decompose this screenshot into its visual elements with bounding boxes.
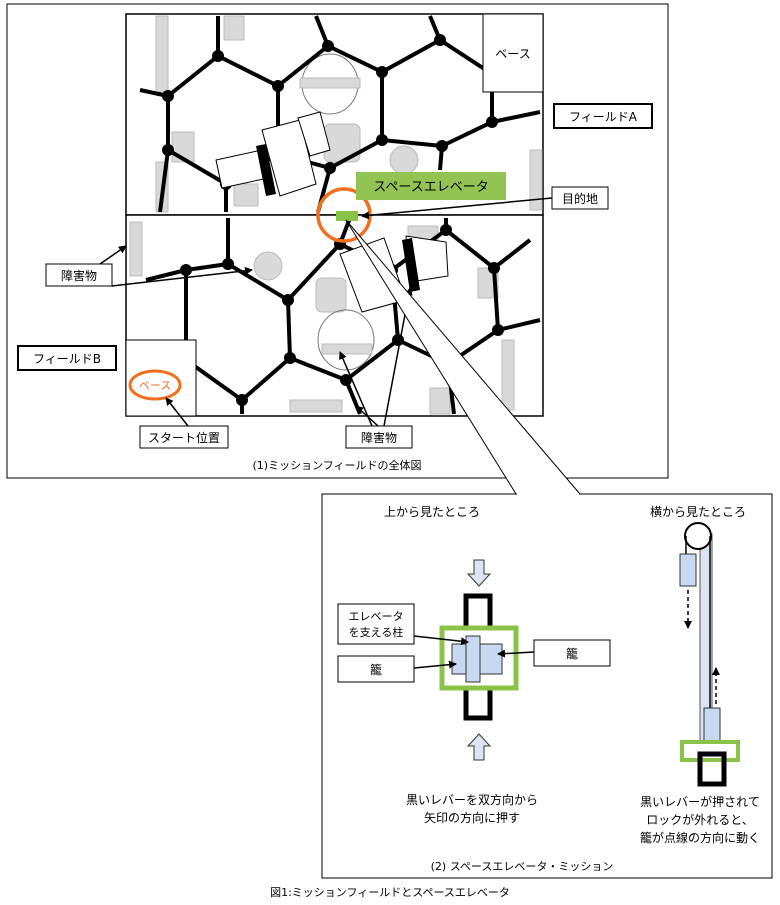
- field-a-obstacles: [155, 15, 543, 213]
- start-position-label-box: [139, 425, 229, 449]
- obstacle-arrow-1: [99, 245, 127, 265]
- side-lever: [697, 751, 727, 787]
- pillar-label-box: [337, 603, 415, 645]
- cage-label-right: 籠: [566, 646, 578, 661]
- cage-label-left: 籠: [370, 662, 382, 677]
- destination-label: 目的地: [562, 191, 598, 206]
- space-elevator-label: スペースエレベータ: [373, 180, 488, 195]
- obstacle-label-bottom: 障害物: [361, 430, 397, 445]
- obstacle-label-left-box: [45, 263, 113, 287]
- obstacle-label-left: 障害物: [61, 268, 97, 283]
- cage-label-right-box: [533, 639, 611, 667]
- top-view-title: 上から見たところ: [384, 505, 480, 519]
- cage-arrow-right: [497, 649, 535, 658]
- side-cage-upper: [679, 553, 697, 587]
- panel2-frame: [321, 493, 773, 879]
- robot-a: [215, 111, 331, 197]
- obstacle-arrow-3: [339, 351, 373, 427]
- cage-arrow-left: [413, 660, 457, 669]
- push-arrow-up: [466, 733, 492, 761]
- side-cage-lower: [703, 707, 721, 743]
- top-note-line2: 矢印の方向に押す: [424, 810, 520, 825]
- pulley: [684, 522, 712, 550]
- field-b: ベース: [125, 214, 544, 417]
- start-arrow: [165, 397, 189, 427]
- field-a: ベース: [125, 13, 544, 216]
- field-a-label-box: [553, 103, 653, 129]
- field-b-label-box: [17, 345, 117, 371]
- field-a-label: フィールドA: [569, 110, 638, 124]
- destination-marker: [336, 211, 358, 221]
- panel2-caption: (2) スペースエレベータ・ミッション: [431, 860, 614, 873]
- obstacle-arrow-4: [355, 405, 379, 427]
- space-elevator-label-box: [356, 172, 506, 200]
- pillar-arrow: [413, 635, 469, 646]
- base-b-label: ベース: [139, 379, 171, 392]
- obstacle-label-bottom-box: [345, 425, 413, 449]
- side-lock: [680, 740, 740, 762]
- side-note-line3: 籠が点線の方向に動く: [640, 830, 760, 845]
- field-b-label: フィールドB: [33, 352, 101, 366]
- top-note-line1: 黒いレバーを双方向から: [406, 792, 538, 807]
- panel1-caption: (1)ミッションフィールドの全体図: [252, 458, 421, 472]
- pillar-label-line1: エレベータ: [349, 610, 404, 623]
- pillar-label-line2: を支える柱: [349, 625, 404, 639]
- robot-b: [339, 235, 449, 313]
- side-view-diagram: [679, 522, 740, 787]
- side-note-line2: ロックが外れると、: [646, 812, 754, 827]
- destination-arrow: [361, 197, 553, 220]
- field-a-nodes: [162, 34, 498, 190]
- figure-caption: 図1:ミッションフィールドとスペースエレベータ: [270, 886, 510, 899]
- base-a-label: ベース: [495, 47, 530, 61]
- cage-label-left-box: [337, 655, 415, 683]
- start-position-label: スタート位置: [148, 430, 220, 445]
- obstacle-arrow-2: [111, 266, 253, 287]
- elevator-pillar: [465, 635, 481, 683]
- side-view-title: 横から見たところ: [650, 505, 746, 519]
- base-b-highlight: [128, 369, 182, 401]
- push-arrow-down: [466, 559, 492, 587]
- top-view-diagram: [439, 559, 519, 761]
- base-a: [482, 13, 544, 93]
- side-note-line1: 黒いレバーが押されて: [640, 794, 760, 809]
